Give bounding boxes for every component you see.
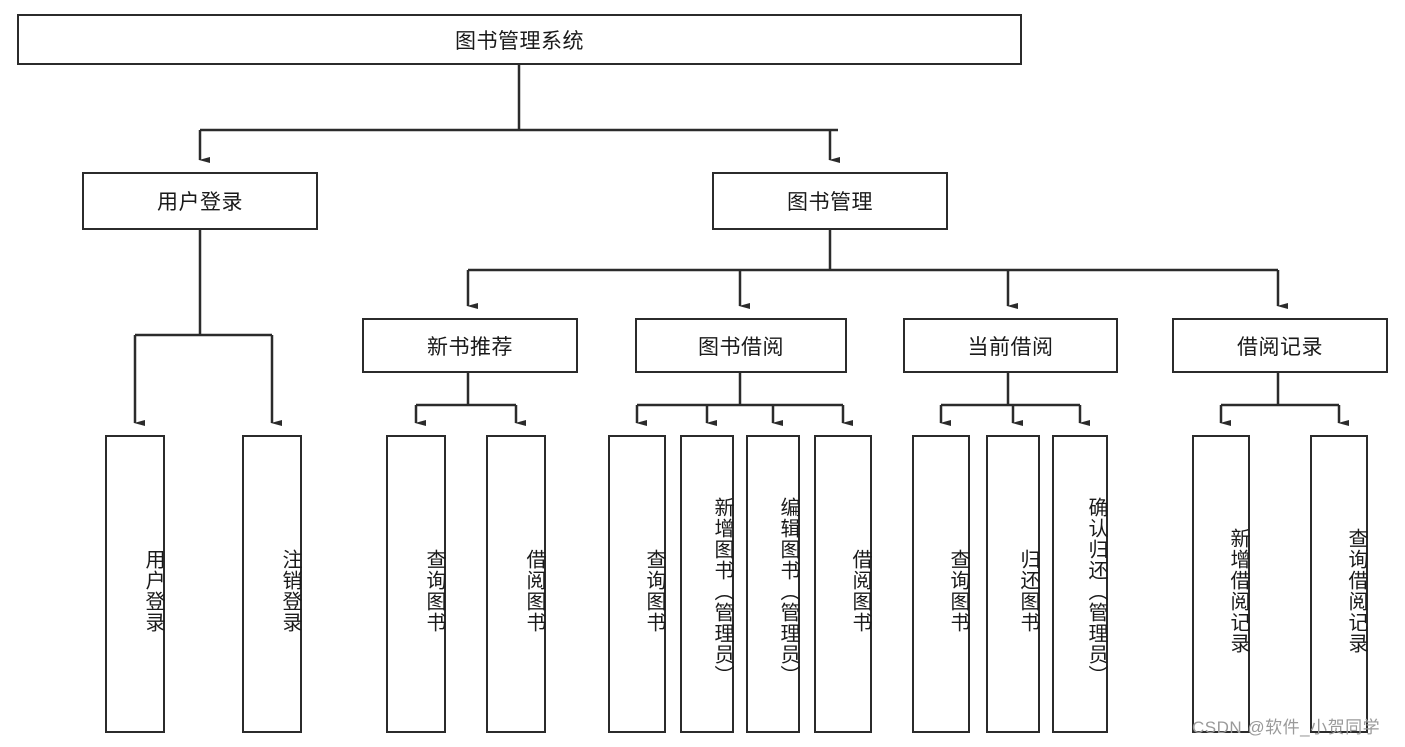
leaf-lend-book[interactable]: 借阅图书: [814, 435, 872, 733]
leaf-query-book-recommend-label: 查询图书: [423, 549, 445, 633]
node-borrow-record-label: 借阅记录: [1237, 335, 1323, 359]
node-book-management-label: 图书管理: [787, 191, 873, 214]
leaf-logout-label: 注销登录: [279, 549, 301, 633]
node-book-management[interactable]: 图书管理: [712, 172, 948, 230]
node-root-label: 图书管理系统: [455, 29, 584, 53]
leaf-user-login[interactable]: 用户登录: [105, 435, 165, 733]
leaf-query-book-borrow[interactable]: 查询图书: [608, 435, 666, 733]
node-book-borrow-label: 图书借阅: [698, 335, 784, 359]
node-borrow-record[interactable]: 借阅记录: [1172, 318, 1388, 373]
leaf-query-borrow-record-label: 查询借阅记录: [1345, 528, 1367, 654]
leaf-confirm-return-admin[interactable]: 确认归还（管理员）: [1052, 435, 1108, 733]
leaf-borrow-book-recommend-label: 借阅图书: [523, 549, 545, 633]
leaf-query-book-recommend[interactable]: 查询图书: [386, 435, 446, 733]
node-new-book-recommend[interactable]: 新书推荐: [362, 318, 578, 373]
leaf-query-book-current[interactable]: 查询图书: [912, 435, 970, 733]
leaf-query-borrow-record[interactable]: 查询借阅记录: [1310, 435, 1368, 733]
node-root[interactable]: 图书管理系统: [17, 14, 1022, 65]
node-user-login-label: 用户登录: [157, 191, 243, 214]
node-new-book-recommend-label: 新书推荐: [427, 335, 513, 359]
node-current-borrow-label: 当前借阅: [967, 335, 1054, 359]
leaf-logout[interactable]: 注销登录: [242, 435, 302, 733]
leaf-confirm-return-admin-label: 确认归还（管理员）: [1085, 496, 1107, 686]
leaf-add-book-admin[interactable]: 新增图书（管理员）: [680, 435, 734, 733]
leaf-query-book-current-label: 查询图书: [947, 549, 969, 633]
leaf-edit-book-admin[interactable]: 编辑图书（管理员）: [746, 435, 800, 733]
leaf-add-book-admin-label: 新增图书（管理员）: [711, 496, 733, 686]
watermark: CSDN @软件_小贺同学: [1192, 718, 1381, 737]
leaf-lend-book-label: 借阅图书: [849, 549, 871, 633]
leaf-query-book-borrow-label: 查询图书: [643, 549, 665, 633]
leaf-user-login-label: 用户登录: [142, 549, 164, 633]
leaf-return-book[interactable]: 归还图书: [986, 435, 1040, 733]
leaf-return-book-label: 归还图书: [1017, 549, 1039, 633]
leaf-add-borrow-record-label: 新增借阅记录: [1227, 528, 1249, 654]
leaf-edit-book-admin-label: 编辑图书（管理员）: [777, 496, 799, 686]
leaf-borrow-book-recommend[interactable]: 借阅图书: [486, 435, 546, 733]
node-book-borrow[interactable]: 图书借阅: [635, 318, 847, 373]
leaf-add-borrow-record[interactable]: 新增借阅记录: [1192, 435, 1250, 733]
node-user-login[interactable]: 用户登录: [82, 172, 318, 230]
node-current-borrow[interactable]: 当前借阅: [903, 318, 1118, 373]
